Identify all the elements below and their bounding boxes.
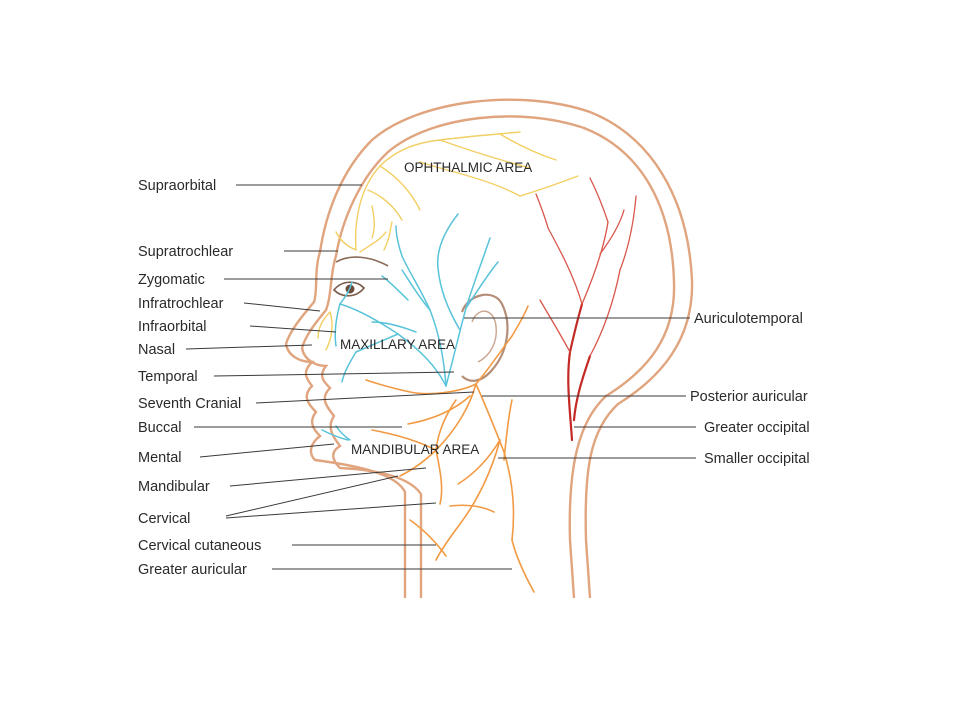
- label-mental: Mental: [138, 450, 182, 466]
- leader-cervical-upper: [225, 475, 399, 517]
- eye-lid: [332, 281, 366, 297]
- label-temporal: Temporal: [138, 369, 198, 385]
- label-smaller-occipital: Smaller occipital: [704, 451, 810, 467]
- ear-outline: [460, 293, 509, 382]
- ophthalmic-nerve-branches: [317, 131, 579, 351]
- leader-mandibular: [229, 467, 427, 487]
- label-infraorbital: Infraorbital: [138, 319, 207, 335]
- label-greater-occipital: Greater occipital: [704, 420, 810, 436]
- maxillary-area-label: MAXILLARY AREA: [340, 337, 455, 352]
- left-label-group: Supraorbital Supratrochlear Zygomatic In…: [138, 178, 512, 578]
- ophthalmic-area-label: OPHTHALMIC AREA: [404, 160, 532, 175]
- occipital-vessels: [535, 177, 637, 442]
- leader-cervical-lower: [225, 502, 437, 519]
- ear-inner: [471, 310, 497, 363]
- label-greater-auricular: Greater auricular: [138, 562, 247, 578]
- label-mandibular: Mandibular: [138, 479, 210, 495]
- label-supraorbital: Supraorbital: [138, 178, 216, 194]
- leader-infratrochlear: [243, 302, 321, 312]
- head-inner-outline: [300, 115, 676, 599]
- label-supratrochlear: Supratrochlear: [138, 244, 233, 260]
- mandibular-nerve-branches: [365, 305, 535, 593]
- leader-temporal: [213, 371, 455, 377]
- label-infratrochlear: Infratrochlear: [138, 296, 224, 312]
- leader-seventh-cranial: [255, 391, 475, 404]
- label-cervical-cutaneous: Cervical cutaneous: [138, 538, 261, 554]
- label-buccal: Buccal: [138, 420, 182, 436]
- label-seventh-cranial: Seventh Cranial: [138, 396, 241, 412]
- label-nasal: Nasal: [138, 342, 175, 358]
- eyebrow: [335, 256, 389, 267]
- leader-infraorbital: [249, 325, 337, 333]
- mandibular-area-label: MANDIBULAR AREA: [351, 442, 479, 457]
- label-auriculotemporal: Auriculotemporal: [694, 311, 803, 327]
- leader-mental: [199, 443, 335, 458]
- label-cervical: Cervical: [138, 511, 190, 527]
- right-label-group: Auriculotemporal Posterior auricular Gre…: [464, 311, 810, 467]
- label-posterior-auricular: Posterior auricular: [690, 389, 808, 405]
- label-zygomatic: Zygomatic: [138, 272, 205, 288]
- maxillary-nerve-branches: [321, 213, 499, 441]
- leader-nasal: [185, 344, 313, 350]
- head-outer-outline: [284, 98, 694, 599]
